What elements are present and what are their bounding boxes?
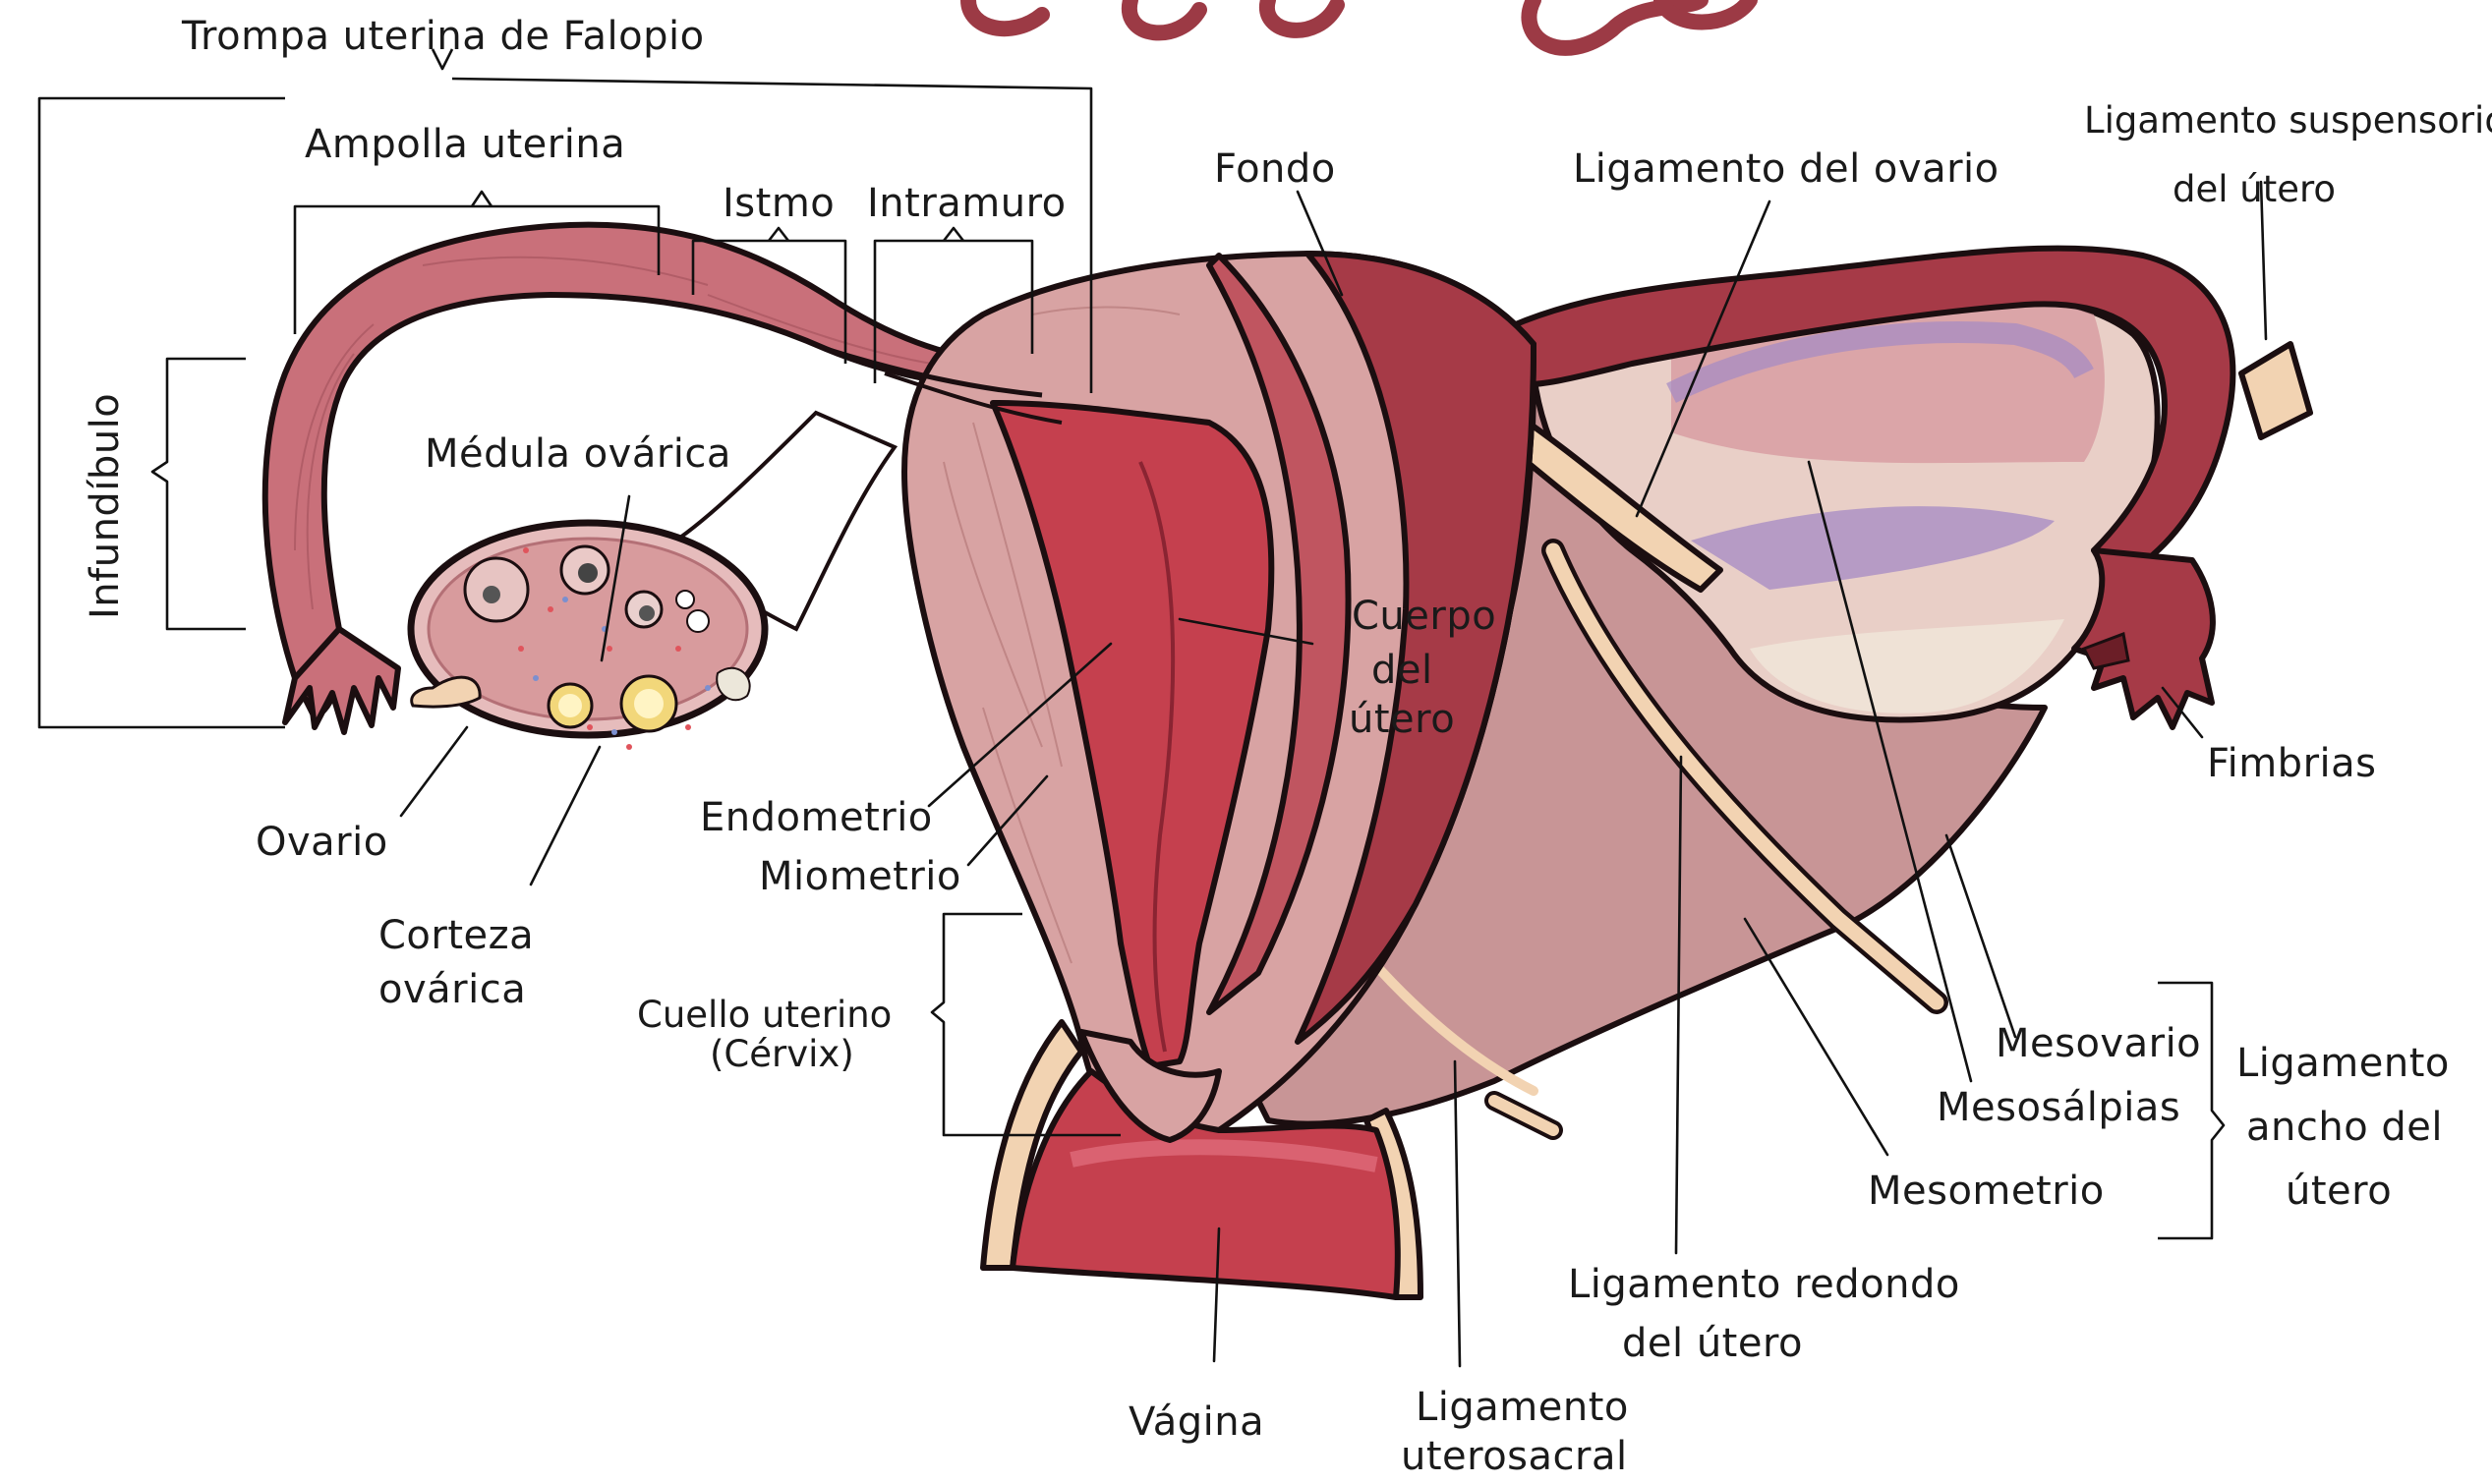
label-cuerpo-3: útero	[1349, 697, 1455, 742]
label-cuerpo-2: del	[1371, 648, 1433, 693]
label-suspensorio-1: Ligamento suspensorio	[2084, 99, 2492, 142]
label-corteza-1: Corteza	[378, 913, 534, 958]
label-ligamento-ovario: Ligamento del ovario	[1573, 146, 1999, 192]
label-mesometrio: Mesometrio	[1868, 1169, 2105, 1214]
label-cuerpo-1: Cuerpo	[1352, 594, 1496, 639]
label-suspensorio-2: del útero	[2173, 168, 2336, 210]
label-vagina: Vágina	[1129, 1399, 1264, 1445]
label-fondo: Fondo	[1214, 146, 1336, 192]
label-istmo: Istmo	[723, 181, 835, 226]
label-corteza-2: ovárica	[378, 967, 526, 1012]
label-intramuro: Intramuro	[867, 181, 1067, 226]
label-cuello-1: Cuello uterino	[637, 994, 892, 1036]
label-mesovario: Mesovario	[1996, 1021, 2201, 1066]
label-redondo-2: del útero	[1622, 1321, 1803, 1366]
label-ancho-3: útero	[2286, 1169, 2392, 1214]
label-miometrio: Miometrio	[759, 854, 961, 899]
label-redondo-1: Ligamento redondo	[1568, 1262, 1960, 1307]
label-ampolla: Ampolla uterina	[305, 122, 625, 167]
label-uterosacral-2: uterosacral	[1401, 1434, 1628, 1479]
suspensory-ligament	[2241, 344, 2310, 437]
heading-swirl-decoration	[968, 0, 1750, 48]
left-ovary	[411, 523, 765, 750]
label-trompa: Trompa uterina de Falopio	[181, 14, 705, 59]
label-ancho-2: ancho del	[2246, 1105, 2443, 1150]
label-ovario: Ovario	[256, 820, 388, 865]
label-cuello-2: (Cérvix)	[710, 1033, 854, 1075]
label-medula: Médula ovárica	[425, 431, 731, 477]
label-mesosalpias: Mesosálpias	[1937, 1085, 2180, 1130]
label-fimbrias: Fimbrias	[2207, 741, 2376, 786]
label-endometrio: Endometrio	[700, 795, 933, 840]
label-infundibulo: Infundíbulo	[83, 393, 128, 619]
label-ancho-1: Ligamento	[2236, 1041, 2450, 1086]
label-uterosacral-1: Ligamento	[1416, 1385, 1629, 1430]
